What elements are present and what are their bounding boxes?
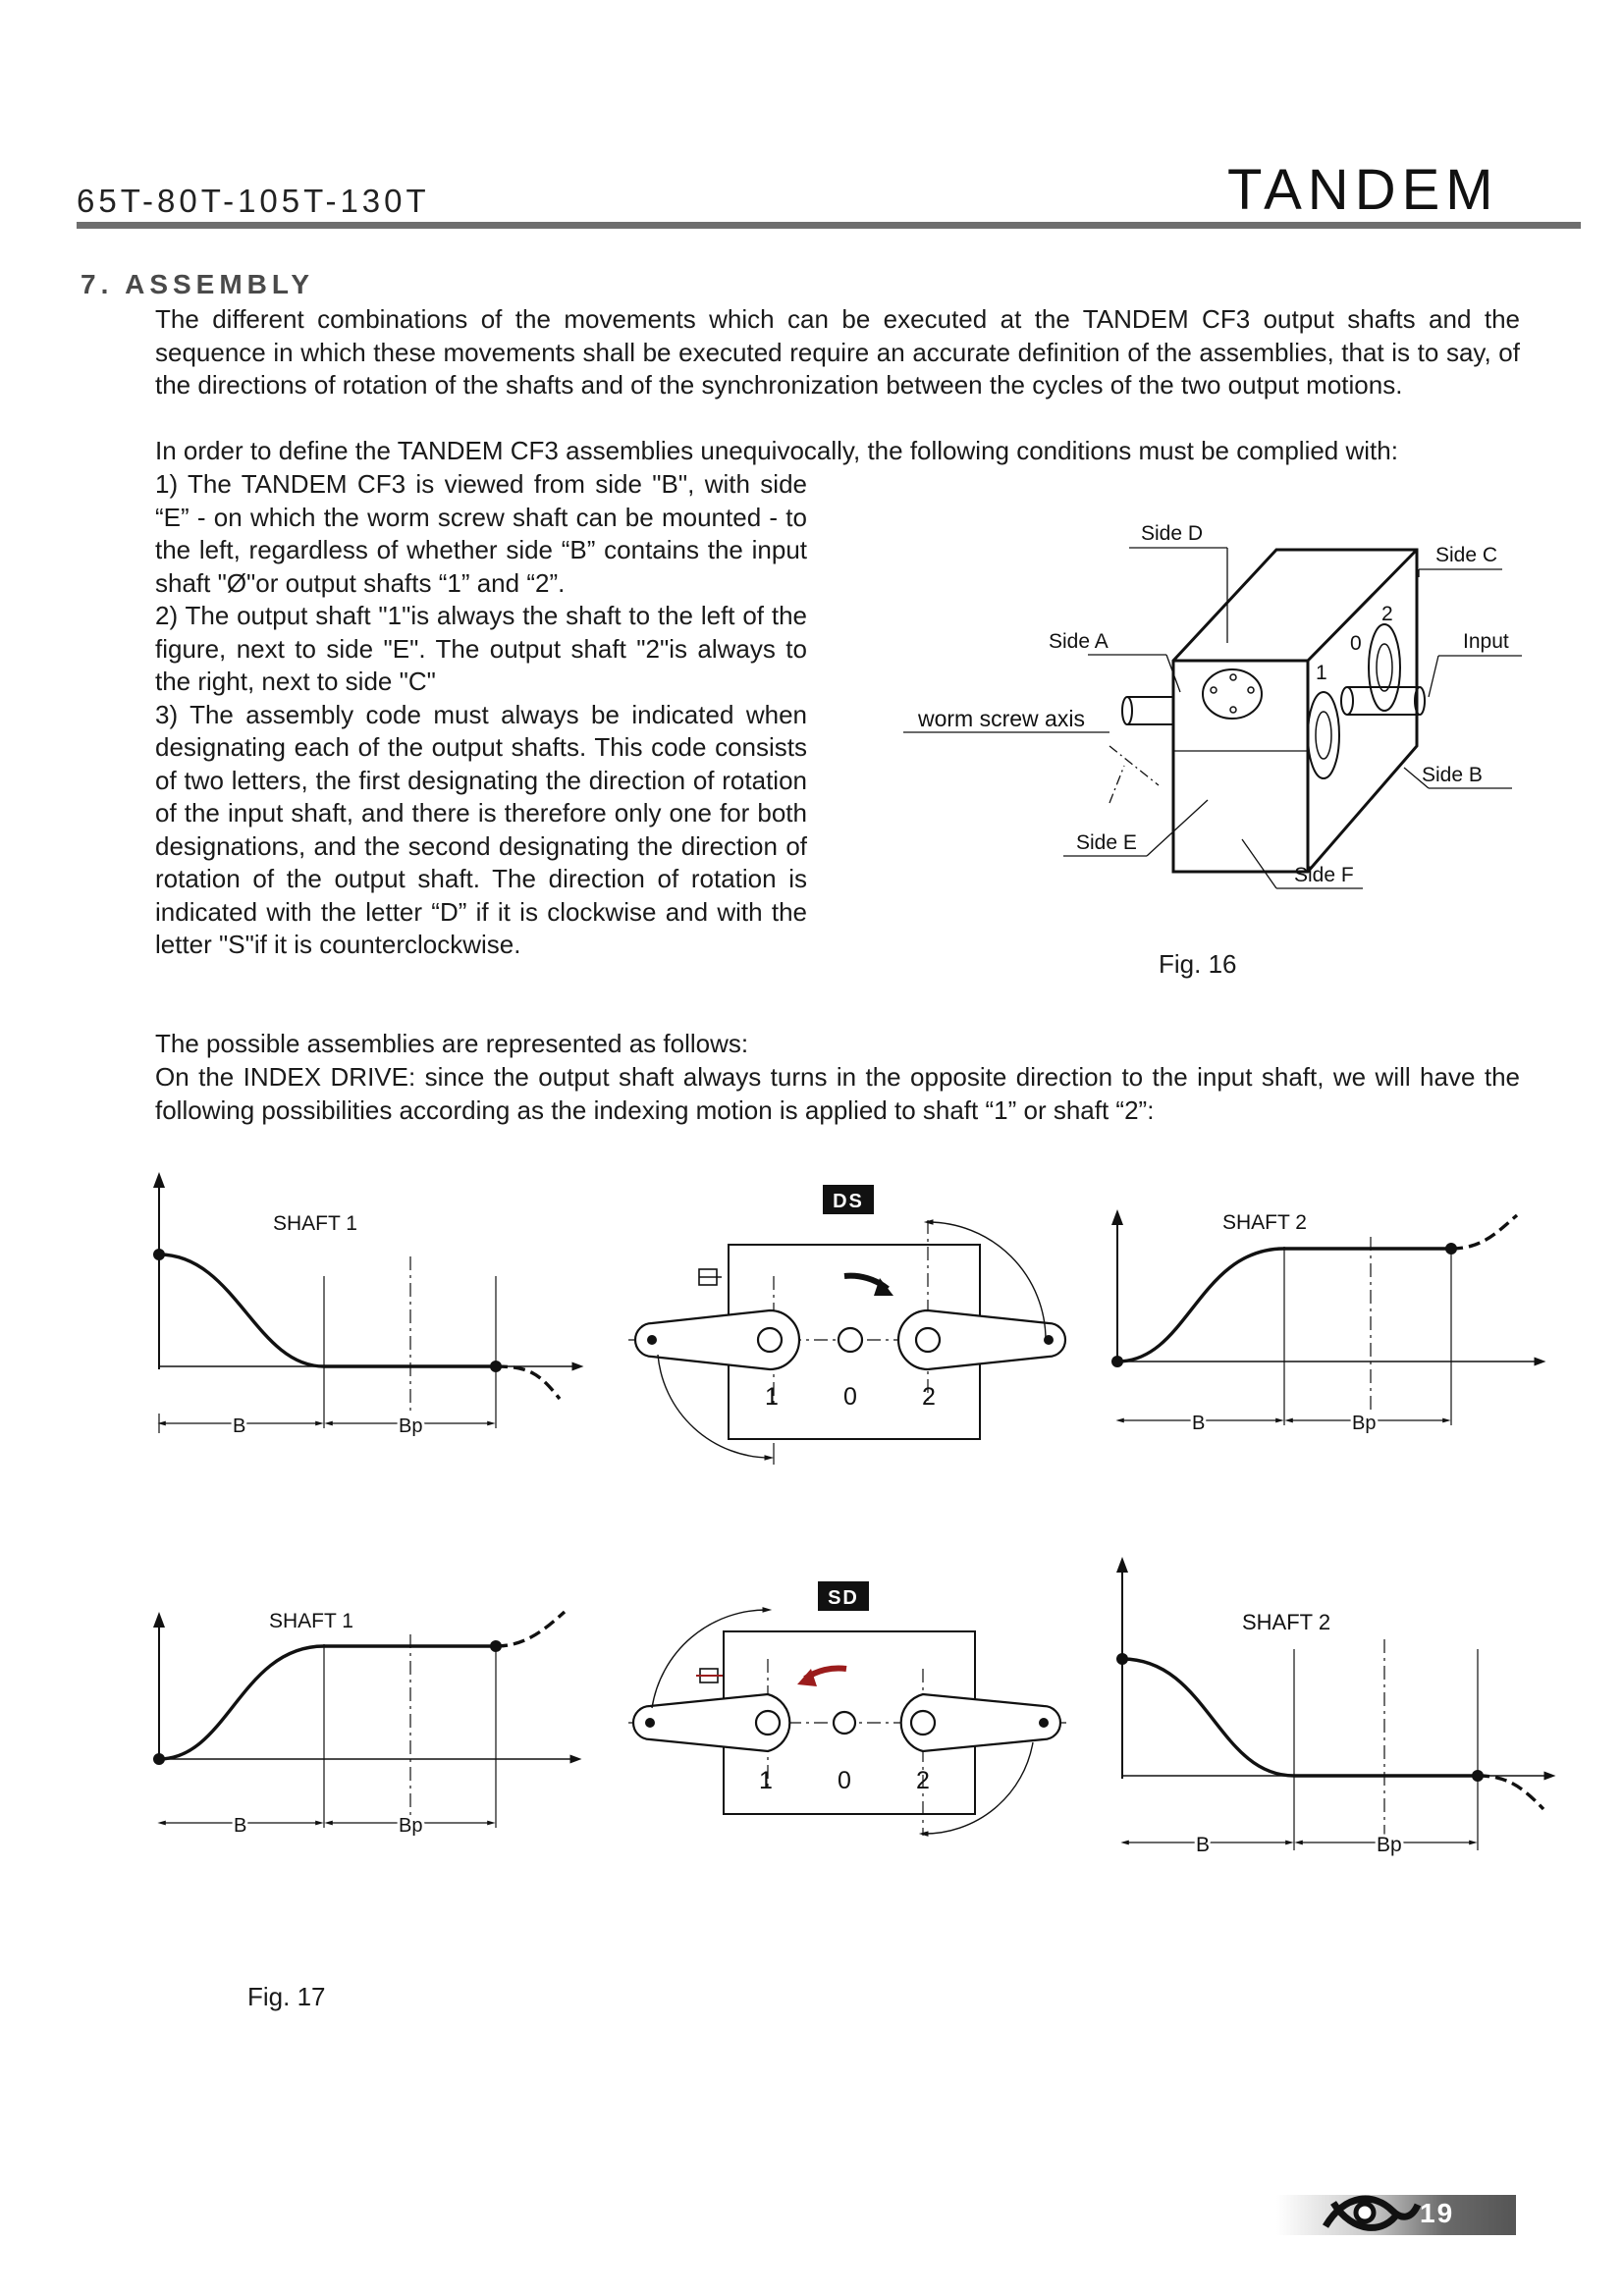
fig16-label-0: 0 <box>1350 632 1362 655</box>
paragraph-intro: The different combinations of the moveme… <box>155 304 1520 400</box>
chart-shaft1-bottom-bp: Bp <box>399 1815 422 1837</box>
header-models: 65T-80T-105T-130T <box>77 183 430 219</box>
assembly-sd-label-2: 2 <box>916 1767 930 1794</box>
chart-shaft1-bottom: SHAFT 1 B Bp <box>153 1610 582 1840</box>
fig16-label-side-e: Side E <box>1076 831 1137 854</box>
fig16-label-side-f: Side F <box>1294 864 1354 886</box>
paragraph-conditions: In order to define the TANDEM CF3 assemb… <box>155 436 1398 465</box>
page-number: 19 <box>1420 2198 1455 2228</box>
section-title: 7. ASSEMBLY <box>81 269 315 299</box>
chart-shaft1-top: SHAFT 1 B Bp <box>153 1172 584 1440</box>
paragraph-assemblies: The possible assemblies are represented … <box>155 1029 749 1058</box>
assembly-ds-label-2: 2 <box>922 1383 936 1411</box>
condition-3: 3) The assembly code must always be indi… <box>155 699 807 960</box>
chart-shaft1-bottom-title: SHAFT 1 <box>269 1610 353 1632</box>
chart-shaft1-bottom-b: B <box>234 1815 246 1837</box>
fig16-label-input: Input <box>1463 630 1509 653</box>
conditions-list: 1) The TANDEM CF3 is viewed from side "B… <box>155 468 807 962</box>
fig17-caption: Fig. 17 <box>247 1982 326 2011</box>
fig16-caption: Fig. 16 <box>1159 949 1237 979</box>
assembly-sd: SD 1 0 2 <box>628 1581 1070 1837</box>
assembly-ds-code: DS <box>833 1191 864 1212</box>
chart-shaft2-top-bp: Bp <box>1352 1413 1376 1434</box>
fig16-label-2: 2 <box>1381 603 1393 625</box>
chart-shaft2-bottom-b: B <box>1196 1834 1210 1856</box>
chart-shaft1-top-bp: Bp <box>399 1415 422 1437</box>
assembly-ds-label-0: 0 <box>843 1383 857 1411</box>
chart-shaft2-top: SHAFT 2 B Bp <box>1111 1209 1546 1437</box>
assembly-sd-code: SD <box>828 1587 859 1609</box>
fig16-label-side-b: Side B <box>1422 764 1483 786</box>
chart-shaft2-top-b: B <box>1192 1413 1205 1434</box>
chart-shaft1-top-title: SHAFT 1 <box>273 1212 357 1235</box>
assembly-ds-label-1: 1 <box>765 1383 779 1411</box>
fig16-label-1: 1 <box>1316 662 1327 684</box>
condition-1: 1) The TANDEM CF3 is viewed from side "B… <box>155 469 807 598</box>
chart-shaft2-bottom-title: SHAFT 2 <box>1242 1610 1330 1634</box>
header-rule <box>77 222 1581 229</box>
fig16-label-side-a: Side A <box>1049 630 1109 653</box>
assembly-sd-label-0: 0 <box>838 1767 851 1794</box>
fig16-label-side-d: Side D <box>1141 522 1203 545</box>
condition-2: 2) The output shaft "1"is always the sha… <box>155 601 807 696</box>
paragraph-index-drive: On the INDEX DRIVE: since the output sha… <box>155 1062 1520 1125</box>
fig16-label-side-c: Side C <box>1435 544 1497 566</box>
assembly-sd-label-1: 1 <box>759 1767 773 1794</box>
fig16-box-drawing: Side D Side C Input Side A worm screw ax… <box>903 522 1522 889</box>
chart-shaft2-bottom-bp: Bp <box>1377 1834 1402 1856</box>
header-brand: TANDEM <box>1227 158 1499 222</box>
assembly-ds: DS 1 0 2 <box>628 1185 1070 1465</box>
chart-shaft2-bottom: SHAFT 2 B Bp <box>1116 1557 1556 1859</box>
company-logo-icon <box>1322 2195 1422 2231</box>
chart-shaft2-top-title: SHAFT 2 <box>1222 1211 1307 1234</box>
fig16-label-worm-axis: worm screw axis <box>917 706 1085 731</box>
chart-shaft1-top-b: B <box>233 1415 245 1437</box>
